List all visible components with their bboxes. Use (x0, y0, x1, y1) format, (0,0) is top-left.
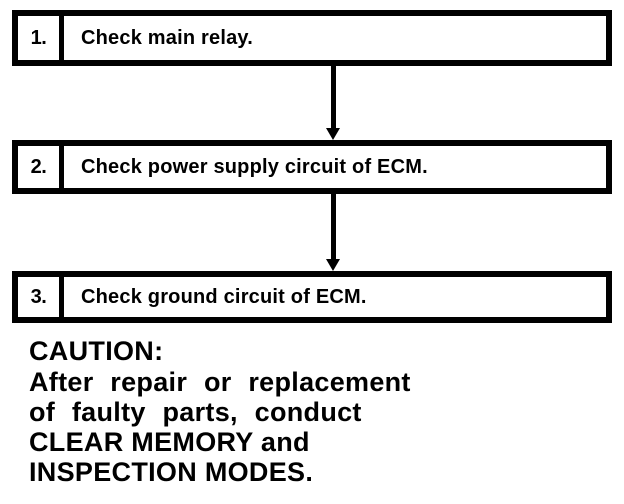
arrow-shaft (331, 65, 336, 129)
step-2-label: Check power supply circuit of ECM. (81, 155, 428, 178)
caution-line-3: CLEAR MEMORY and (29, 427, 310, 457)
arrow-step1-to-step2-icon (326, 65, 340, 141)
arrow-step2-to-step3-icon (326, 193, 340, 272)
arrow-shaft (331, 193, 336, 260)
step-1-label: Check main relay. (81, 26, 254, 49)
caution-line-2: of faulty parts, conduct (29, 397, 362, 427)
caution-line-4: INSPECTION MODES. (29, 457, 314, 487)
step-2-number: 2. (18, 146, 64, 188)
flowchart-step-1: 1. Check main relay. (12, 10, 612, 66)
caution-title: CAUTION: (29, 336, 164, 366)
arrow-head (326, 259, 340, 271)
flowchart-step-3: 3. Check ground circuit of ECM. (12, 271, 612, 323)
flowchart-step-2: 2. Check power supply circuit of ECM. (12, 140, 612, 194)
step-1-number: 1. (18, 16, 64, 60)
arrow-head (326, 128, 340, 140)
step-3-label: Check ground circuit of ECM. (81, 285, 367, 308)
caution-note: CAUTION: After repair or replacement of … (29, 336, 589, 487)
caution-line-1: After repair or replacement (29, 367, 411, 397)
step-3-number: 3. (18, 277, 64, 317)
